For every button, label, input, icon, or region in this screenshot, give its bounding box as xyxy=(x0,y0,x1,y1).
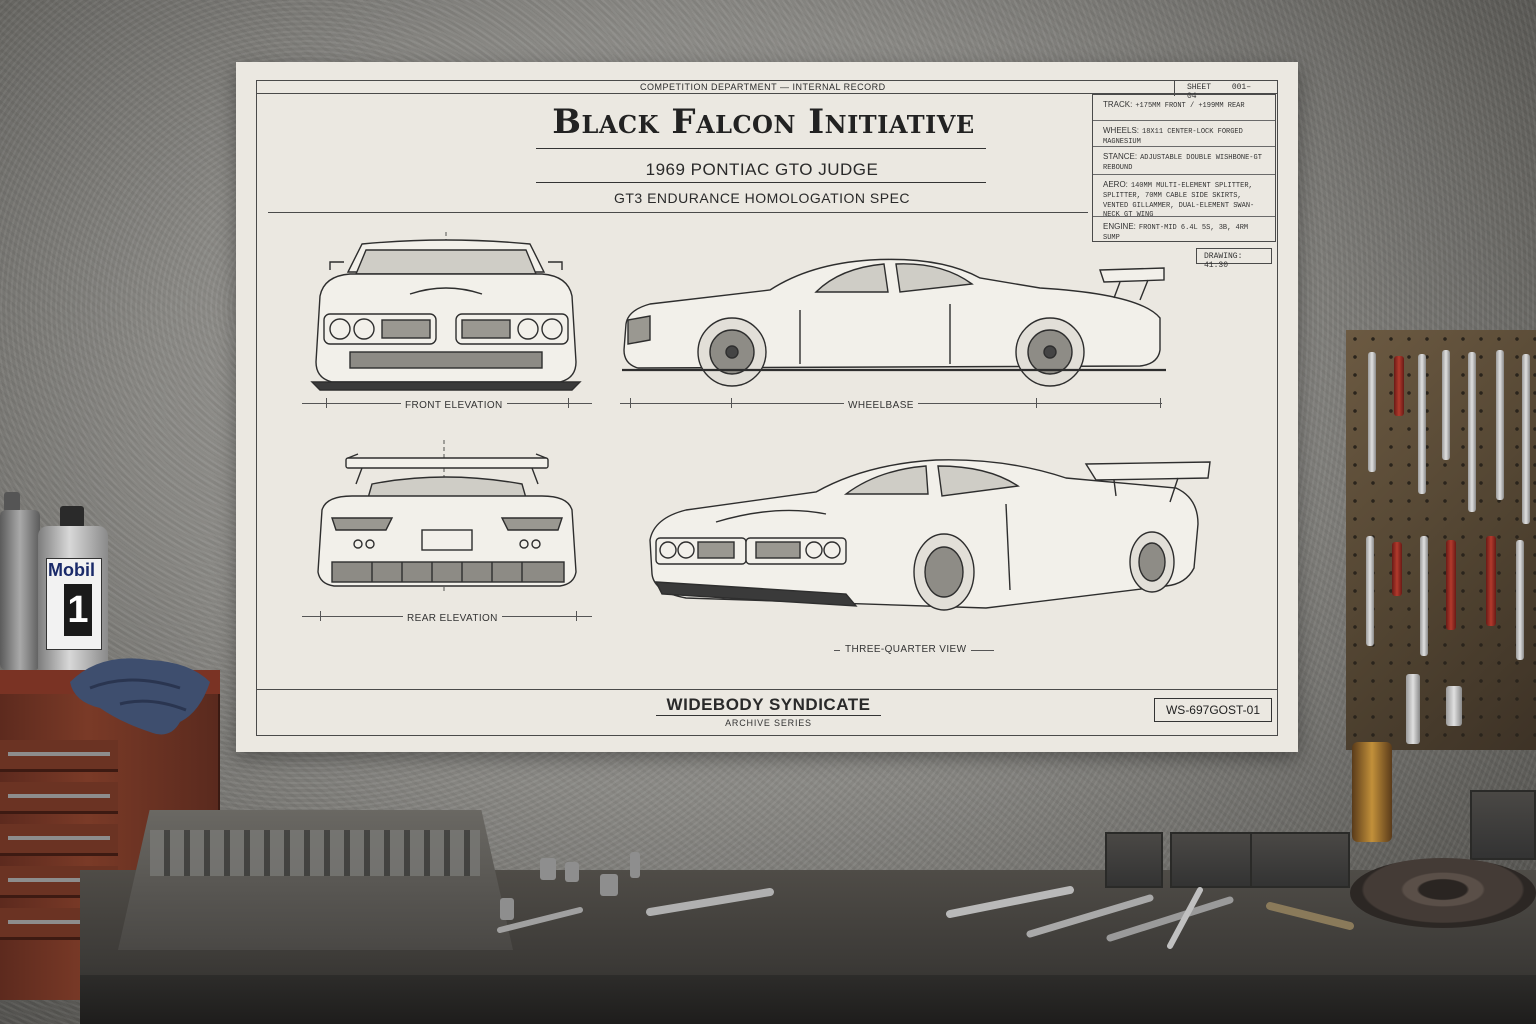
three-quarter-label: THREE-QUARTER VIEW xyxy=(840,644,972,655)
wrench-icon xyxy=(1516,540,1524,660)
wrench-icon xyxy=(1442,350,1450,460)
spec-value: ADJUSTABLE DOUBLE WISHBONE-GT REBOUND xyxy=(1103,154,1262,172)
oil-can-back xyxy=(0,492,42,672)
oil-brand-label: Mobil xyxy=(48,560,95,580)
pliers-icon xyxy=(1167,887,1203,949)
bench-tools xyxy=(497,852,1354,949)
dimension-tick xyxy=(1036,398,1037,408)
spray-can xyxy=(1352,742,1392,842)
spec-subtitle: GT3 ENDURANCE HOMOLOGATION SPEC xyxy=(613,190,911,206)
wrench-icon xyxy=(1366,536,1374,646)
small-parts-tray xyxy=(1470,790,1536,860)
spec-row-stance: STANCE:ADJUSTABLE DOUBLE WISHBONE-GT REB… xyxy=(1093,147,1275,175)
workbench-edge xyxy=(80,975,1536,1024)
oil-number-label: 1 xyxy=(64,584,92,636)
socket-icon xyxy=(630,852,640,878)
front-elevation-drawing xyxy=(310,232,582,392)
spec-table: TRACK:+175MM FRONT / +199MM REAR WHEELS:… xyxy=(1092,94,1276,242)
wrench-icon xyxy=(1496,350,1504,500)
pegboard xyxy=(1346,330,1536,750)
wrench-icon xyxy=(1522,354,1530,524)
brand-name: WIDEBODY SYNDICATE xyxy=(656,695,881,716)
dimension-tick xyxy=(630,398,631,408)
socket-icon xyxy=(540,858,556,880)
drawing-scale: DRAWING: 41.30 xyxy=(1196,248,1272,270)
spec-value: 18X11 CENTER-LOCK FORGED MAGNESIUM xyxy=(1103,128,1243,146)
screwdriver-icon xyxy=(1446,540,1456,630)
wrench-icon xyxy=(1368,352,1376,472)
three-quarter-drawing xyxy=(649,459,1211,611)
dimension-tick xyxy=(576,611,577,621)
wrench-icon xyxy=(1468,352,1476,512)
spec-value: 140MM MULTI-ELEMENT SPLITTER, SPLITTER, … xyxy=(1103,182,1255,217)
wrench-icon xyxy=(1026,894,1154,938)
dimension-tick xyxy=(731,398,732,408)
subtitle-underline xyxy=(536,182,986,183)
car-model: 1969 PONTIAC GTO JUDGE xyxy=(645,160,879,179)
header-rule xyxy=(257,93,1277,94)
wrench-icon xyxy=(946,886,1074,918)
small-parts-tray xyxy=(1105,832,1163,888)
sheet-number: SHEET 001–04 xyxy=(1174,80,1276,101)
screwdriver-icon xyxy=(1394,356,1404,416)
rear-elevation-drawing xyxy=(317,440,577,592)
poster-title: Black Falcon Initiative xyxy=(552,102,975,142)
shop-rag xyxy=(70,658,210,735)
pliers-icon xyxy=(1420,536,1428,656)
brake-rotor xyxy=(1350,858,1536,928)
ratchet-icon xyxy=(646,888,774,916)
department-label: COMPETITION DEPARTMENT — INTERNAL RECORD xyxy=(640,82,886,92)
spec-label: WHEELS: xyxy=(1103,126,1140,135)
dimension-tick xyxy=(320,611,321,621)
series-label: ARCHIVE SERIES xyxy=(725,718,812,728)
wrench-icon xyxy=(1418,354,1426,494)
socket-icon xyxy=(1446,686,1462,726)
header-divider xyxy=(268,212,1088,213)
dimension-tick xyxy=(326,398,327,408)
screwdriver-icon xyxy=(1392,542,1402,596)
socket-icon xyxy=(500,898,514,920)
socket-icon xyxy=(600,874,618,896)
spec-row-engine: ENGINE:FRONT-MID 6.4L 5S, 3B, 4RM SUMP xyxy=(1093,217,1275,243)
spec-label: ENGINE: xyxy=(1103,222,1136,231)
spec-label: AERO: xyxy=(1103,180,1128,189)
poster-border xyxy=(256,80,1278,736)
wrench-icon xyxy=(497,907,583,933)
cabinet-drawer xyxy=(0,782,118,814)
spec-value: FRONT-MID 6.4L 5S, 3B, 4RM SUMP xyxy=(1103,224,1249,242)
socket-icon xyxy=(565,862,579,882)
front-elevation-label: FRONT ELEVATION xyxy=(401,400,507,411)
title-underline xyxy=(536,148,986,149)
cabinet-drawer xyxy=(0,824,118,856)
screwdriver-icon xyxy=(1486,536,1496,626)
sheet-value: 001–04 xyxy=(1187,83,1252,101)
side-view-drawing xyxy=(622,258,1166,387)
small-parts-tray xyxy=(1250,832,1350,888)
footer-rule xyxy=(256,689,1278,690)
tray-parts xyxy=(150,830,480,876)
wheelbase-label: WHEELBASE xyxy=(844,400,918,411)
spec-value: +175MM FRONT / +199MM REAR xyxy=(1135,102,1245,110)
blueprint-poster: COMPETITION DEPARTMENT — INTERNAL RECORD… xyxy=(236,62,1298,752)
dimension-tick xyxy=(1160,398,1161,408)
cabinet-drawer xyxy=(0,740,118,772)
drawing-code-badge: WS-697GOST-01 xyxy=(1154,698,1272,722)
spec-row-aero: AERO:140MM MULTI-ELEMENT SPLITTER, SPLIT… xyxy=(1093,175,1275,217)
wrench-icon xyxy=(1106,896,1234,942)
oil-can: Mobil 1 xyxy=(38,506,108,674)
screwdriver-icon xyxy=(1266,902,1354,930)
spec-row-wheels: WHEELS:18X11 CENTER-LOCK FORGED MAGNESIU… xyxy=(1093,121,1275,147)
rear-elevation-label: REAR ELEVATION xyxy=(403,613,502,624)
spec-label: TRACK: xyxy=(1103,100,1133,109)
spec-label: STANCE: xyxy=(1103,152,1138,161)
spec-row-track: TRACK:+175MM FRONT / +199MM REAR xyxy=(1093,95,1275,121)
socket-icon xyxy=(1406,674,1420,744)
small-parts-tray xyxy=(1170,832,1265,888)
sheet-label: SHEET xyxy=(1187,83,1212,92)
dimension-tick xyxy=(568,398,569,408)
